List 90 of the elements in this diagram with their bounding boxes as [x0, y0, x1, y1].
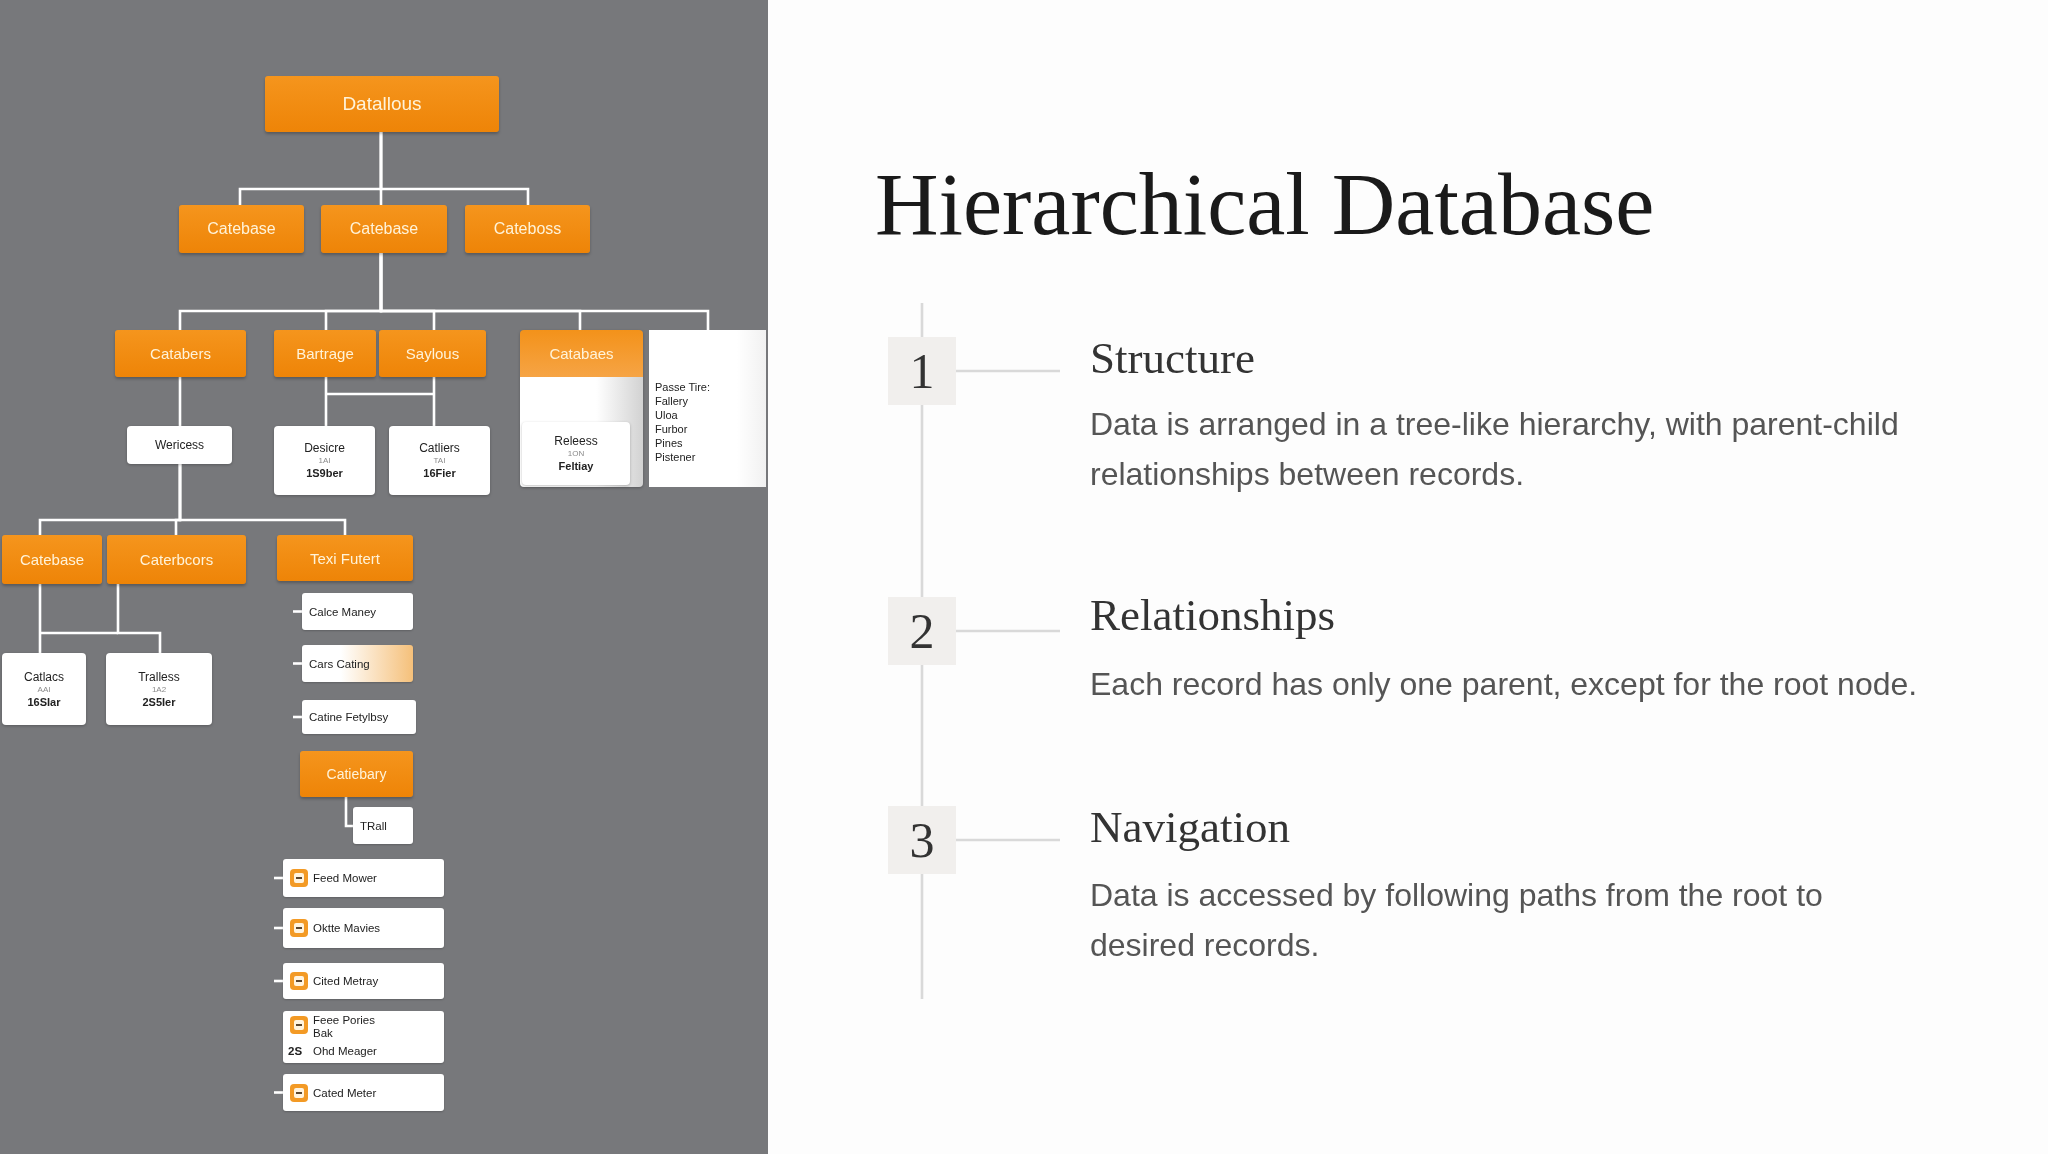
step-description: Data is arranged in a tree-like hierarchy, with parent-child relationships between records.	[1090, 405, 1900, 494]
connector-line	[432, 377, 436, 426]
category-box: Texi Futert	[277, 535, 413, 581]
category-box: Catiebary	[300, 751, 413, 797]
panel-item: Fallery	[655, 394, 689, 408]
timeline-line	[920, 303, 924, 337]
step-description: Each record has only one parent, except for the root node.	[1090, 665, 1919, 704]
category-box: Catabers	[115, 330, 246, 377]
panel-heading: Passe Tire:	[655, 380, 712, 394]
record-card: Wericess	[127, 426, 232, 464]
record-card	[2, 653, 86, 725]
step-number-box: 1	[888, 337, 956, 405]
row-number: 2S	[288, 1045, 303, 1057]
list-row: TRall	[353, 807, 413, 844]
record-code: 1ON	[567, 448, 585, 459]
panel-item: Pistener	[655, 450, 697, 464]
step-heading: Navigation	[1090, 801, 1291, 854]
list-row: Catine Fetylbsy	[302, 700, 416, 734]
category-box: Datallous	[265, 76, 499, 132]
category-box: Catebase	[321, 205, 447, 253]
row-title: Cited Metray	[313, 974, 379, 988]
record-title: Desicre	[304, 441, 345, 455]
list-row	[283, 1074, 444, 1111]
connector-line	[379, 132, 530, 205]
step-heading: Structure	[1090, 332, 1256, 385]
record-value: 2S5Ier	[142, 694, 176, 709]
category-box: Saylous	[379, 330, 486, 377]
connector-line	[324, 377, 328, 426]
connector-line	[116, 584, 162, 653]
category-box: Catebase	[179, 205, 304, 253]
record-title: Catlacs	[24, 669, 64, 684]
connector-line	[178, 464, 347, 535]
row-title: Cated Meter	[313, 1086, 377, 1100]
list-row	[283, 963, 444, 999]
panel-item: Uloa	[655, 408, 679, 422]
panel-item: Pines	[655, 436, 684, 450]
list-row	[283, 1011, 444, 1063]
connector-line	[293, 715, 302, 719]
list-row	[283, 859, 444, 897]
row-subtitle: Ohd Meager	[313, 1045, 377, 1057]
connector-line	[379, 253, 710, 330]
connector-line	[956, 629, 1060, 633]
record-value: Feltiay	[558, 459, 594, 473]
record-title: Tralless	[138, 669, 180, 684]
record-card	[274, 426, 375, 495]
step-number-box: 3	[888, 806, 956, 874]
list-row: Cars Cating	[302, 645, 413, 682]
category-box: Catebase	[2, 535, 102, 584]
record-code: 1A2	[151, 683, 167, 695]
connector-line	[38, 584, 42, 653]
record-value: 16Fier	[423, 466, 456, 480]
connector-line	[344, 797, 353, 828]
record-code: TAI	[433, 455, 446, 466]
row-title: Oktte Mavies	[313, 921, 381, 935]
list-row: Calce Maney	[302, 593, 413, 630]
list-row	[283, 908, 444, 948]
category-box: Caterbcors	[107, 535, 246, 584]
category-box: Bartrage	[274, 330, 376, 377]
step-description: Data is accessed by following paths from the root to desired records.	[1090, 876, 1824, 965]
connector-line	[956, 838, 1060, 842]
record-code: 1AI	[318, 455, 331, 466]
step-number-box: 2	[888, 597, 956, 665]
list-panel	[649, 330, 766, 487]
connector-line	[274, 979, 283, 983]
slide-title: Hierarchical Database	[875, 155, 1655, 255]
category-box: Cateboss	[465, 205, 590, 253]
record-value: 16SIar	[27, 694, 61, 709]
connector-line	[274, 926, 283, 930]
record-title: Releess	[554, 434, 598, 448]
connector-line	[293, 610, 302, 613]
record-card	[106, 653, 212, 725]
record-card	[522, 422, 630, 485]
timeline-line	[920, 405, 924, 597]
connector-line	[274, 876, 283, 880]
timeline-line	[920, 665, 924, 806]
record-title: Catliers	[419, 441, 460, 455]
record-value: 1S9ber	[306, 466, 343, 480]
connector-line	[178, 377, 182, 426]
step-heading: Relationships	[1090, 589, 1336, 642]
connector-line	[956, 369, 1060, 373]
connector-line	[274, 1091, 283, 1094]
card-title: Catabaes	[548, 344, 615, 364]
row-title: Feee Pories Bak	[313, 1014, 376, 1040]
record-card	[389, 426, 490, 495]
timeline-line	[920, 874, 924, 999]
connector-line	[293, 662, 302, 665]
category-card	[520, 330, 643, 487]
panel-item: Furbor	[655, 422, 689, 436]
row-title: Feed Mower	[313, 871, 377, 885]
record-code: AAI	[37, 683, 51, 695]
